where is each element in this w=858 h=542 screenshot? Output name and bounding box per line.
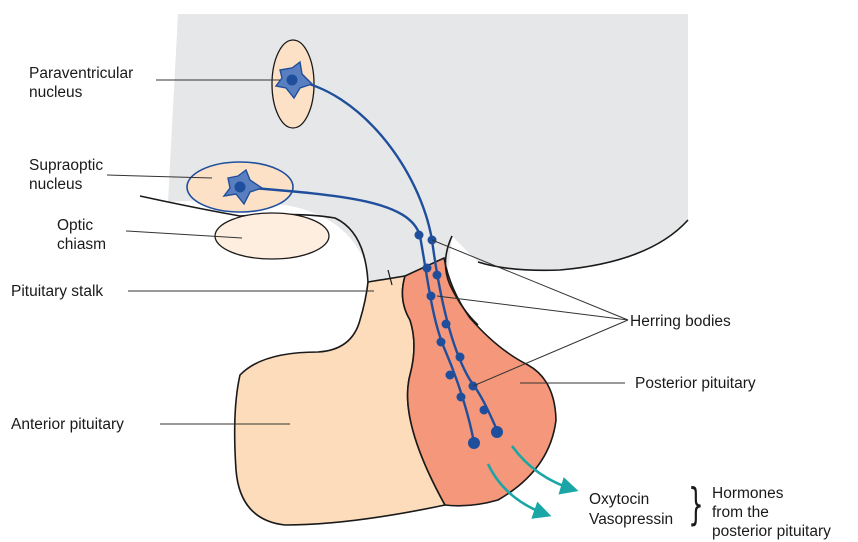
herring-body — [468, 437, 480, 449]
label-posterior-pituitary: Posterior pituitary — [635, 374, 756, 393]
herring-body — [427, 292, 436, 301]
label-oxytocin: Oxytocin — [589, 490, 649, 509]
label-herring-bodies: Herring bodies — [630, 312, 731, 331]
label-anterior-pituitary: Anterior pituitary — [11, 415, 124, 434]
label-vasopressin: Vasopressin — [589, 510, 673, 529]
herring-body — [446, 371, 455, 380]
herring-body — [433, 271, 442, 280]
herring-body — [480, 406, 489, 415]
label-optic-chiasm: Optic chiasm — [57, 216, 106, 254]
label-hormones-note: Hormones from the posterior pituitary — [712, 484, 831, 541]
herring-body — [423, 264, 432, 273]
herring-body — [415, 231, 424, 240]
optic-chiasm-shape — [215, 213, 329, 259]
herring-body — [456, 353, 465, 362]
herring-body — [442, 320, 451, 329]
hormones-brace: } — [688, 483, 703, 527]
herring-body — [437, 338, 446, 347]
label-pituitary-stalk: Pituitary stalk — [11, 282, 103, 301]
herring-body — [457, 393, 466, 402]
label-paraventricular-nucleus: Paraventricular nucleus — [29, 64, 133, 102]
label-supraoptic-nucleus: Supraoptic nucleus — [29, 156, 103, 194]
herring-body — [491, 426, 503, 438]
